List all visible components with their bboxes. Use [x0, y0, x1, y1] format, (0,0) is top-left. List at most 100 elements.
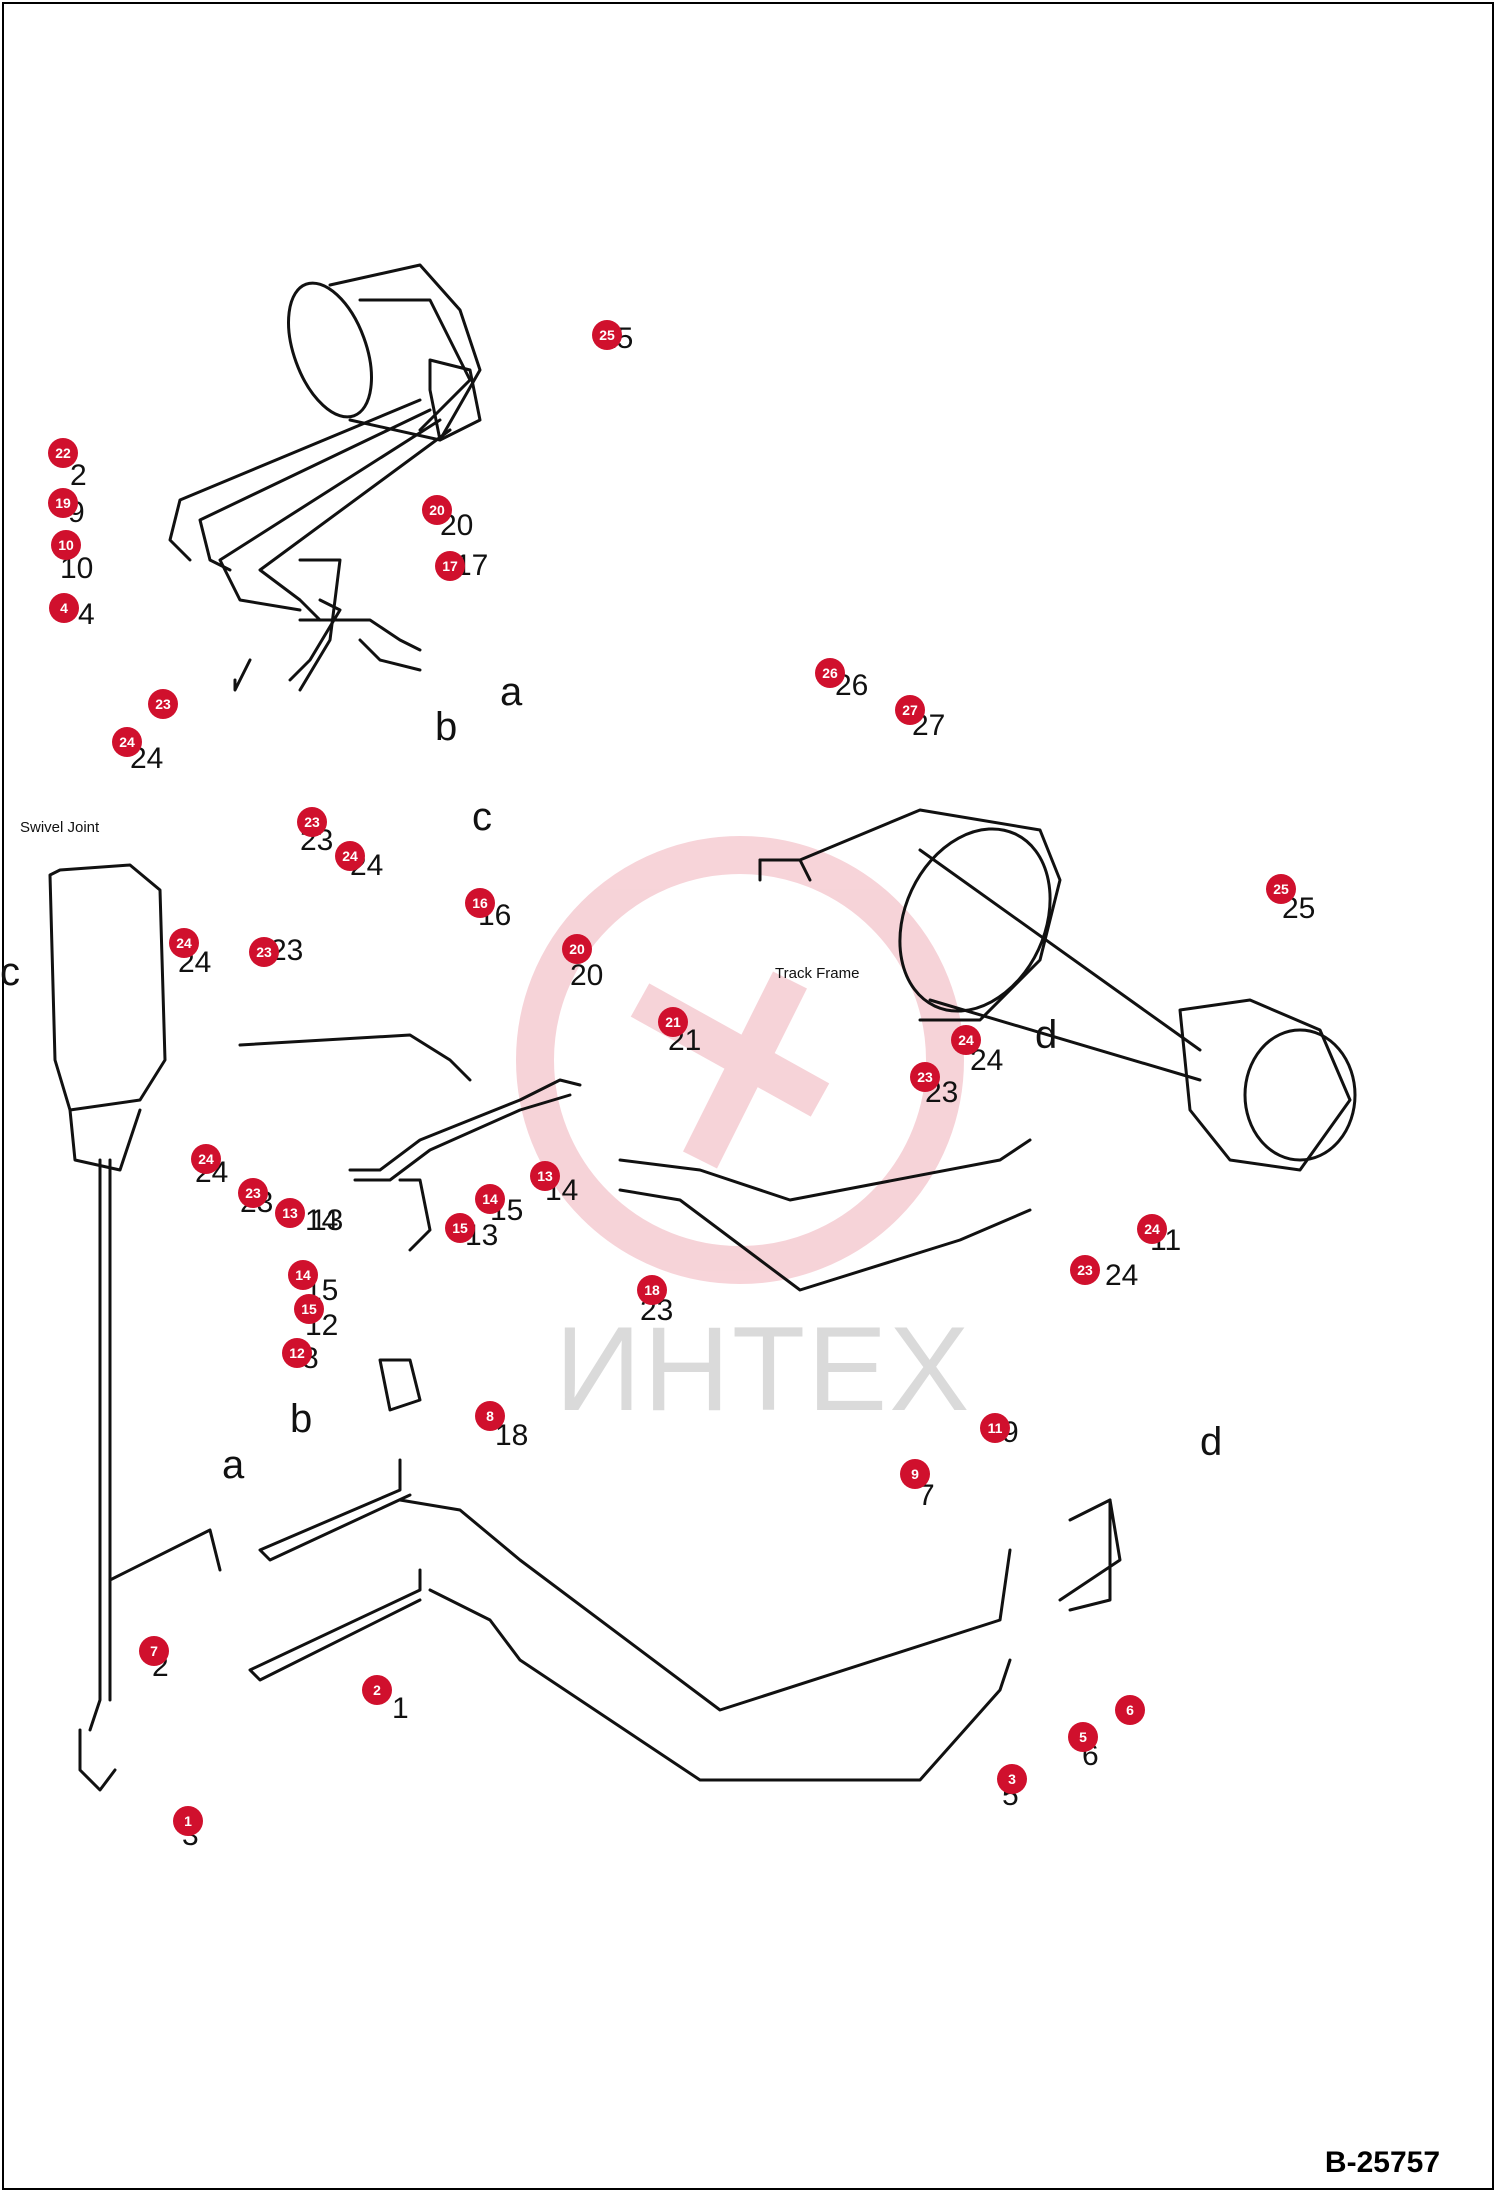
callout-number: 18 [644, 1282, 660, 1298]
callout-marker[interactable]: 10 [51, 530, 81, 560]
callout-number: 23 [256, 944, 272, 960]
callout-number: 8 [486, 1408, 494, 1424]
part-label: 14 [305, 1204, 338, 1237]
callout-marker[interactable]: 24 [112, 727, 142, 757]
pipe-linework [48, 263, 1357, 1792]
callout-marker[interactable]: 23 [1070, 1255, 1100, 1285]
callout-number: 10 [58, 537, 74, 553]
swivel-joint-label: Swivel Joint [20, 819, 100, 836]
callout-marker[interactable]: 19 [48, 488, 78, 518]
callout-marker[interactable]: 23 [910, 1062, 940, 1092]
callout-number: 16 [472, 895, 488, 911]
callout-marker[interactable]: 15 [294, 1294, 324, 1324]
watermark-text: ИНТЕХ [555, 1302, 972, 1436]
callout-marker[interactable]: 23 [238, 1178, 268, 1208]
callout-number: 24 [198, 1151, 214, 1167]
callout-marker[interactable]: 1 [173, 1806, 203, 1836]
part-label: 2 [70, 459, 87, 492]
callout-marker[interactable]: 23 [297, 807, 327, 837]
callout-number: 24 [342, 848, 358, 864]
callout-number: 7 [150, 1643, 158, 1659]
callout-markers[interactable]: 25 22 19 10 4 20 17 23 24 23 24 26 27 25… [48, 320, 1296, 1836]
callout-number: 20 [429, 502, 445, 518]
callout-marker[interactable]: 4 [49, 593, 79, 623]
callout-marker[interactable]: 25 [1266, 874, 1296, 904]
callout-marker[interactable]: 20 [562, 934, 592, 964]
callout-number: 4 [60, 600, 68, 616]
callout-number: 13 [282, 1205, 298, 1221]
callout-marker[interactable]: 23 [148, 689, 178, 719]
part-number-labels: 25 2 9 10 4 20 17 24 23 24 26 27 25 24 2… [60, 322, 1315, 1852]
connection-letters: a b c c d d a b [0, 670, 1222, 1487]
part-label: 24 [1105, 1259, 1138, 1292]
callout-marker[interactable]: 27 [895, 695, 925, 725]
callout-number: 2 [373, 1682, 381, 1698]
connection-letter-d: d [1200, 1420, 1222, 1464]
callout-marker[interactable]: 7 [139, 1636, 169, 1666]
callout-number: 25 [599, 327, 615, 343]
part-label: 1 [392, 1692, 409, 1725]
callout-number: 24 [176, 935, 192, 951]
callout-marker[interactable]: 14 [288, 1260, 318, 1290]
callout-marker[interactable]: 3 [997, 1764, 1027, 1794]
callout-number: 14 [295, 1267, 311, 1283]
callout-marker[interactable]: 13 [530, 1161, 560, 1191]
callout-number: 23 [304, 814, 320, 830]
callout-number: 20 [569, 941, 585, 957]
callout-number: 23 [917, 1069, 933, 1085]
callout-marker[interactable]: 24 [951, 1025, 981, 1055]
connection-letter-c: c [472, 795, 492, 839]
callout-number: 15 [452, 1220, 468, 1236]
callout-marker[interactable]: 11 [980, 1413, 1010, 1443]
callout-marker[interactable]: 25 [592, 320, 622, 350]
callout-marker[interactable]: 20 [422, 495, 452, 525]
callout-number: 23 [155, 696, 171, 712]
callout-marker[interactable]: 12 [282, 1338, 312, 1368]
callout-number: 27 [902, 702, 918, 718]
callout-number: 12 [289, 1345, 305, 1361]
connection-letter-a: a [222, 1443, 245, 1487]
callout-marker[interactable]: 18 [637, 1275, 667, 1305]
callout-number: 22 [55, 445, 71, 461]
callout-marker[interactable]: 22 [48, 438, 78, 468]
callout-marker[interactable]: 17 [435, 551, 465, 581]
callout-number: 19 [55, 495, 71, 511]
callout-number: 26 [822, 665, 838, 681]
callout-number: 24 [119, 734, 135, 750]
callout-marker[interactable]: 21 [658, 1007, 688, 1037]
watermark-logo [516, 836, 964, 1284]
callout-marker[interactable]: 13 [275, 1198, 305, 1228]
connection-letter-b: b [290, 1397, 312, 1441]
callout-marker[interactable]: 15 [445, 1213, 475, 1243]
part-label: 20 [570, 959, 603, 992]
connection-letter-c: c [0, 950, 20, 994]
callout-number: 23 [245, 1185, 261, 1201]
connection-letter-a: a [500, 670, 523, 714]
callout-marker[interactable]: 14 [475, 1184, 505, 1214]
callout-marker[interactable]: 24 [191, 1144, 221, 1174]
connection-letter-b: b [435, 705, 457, 749]
callout-marker[interactable]: 6 [1115, 1695, 1145, 1725]
callout-number: 3 [1008, 1771, 1016, 1787]
callout-marker[interactable]: 24 [169, 928, 199, 958]
callout-marker[interactable]: 8 [475, 1401, 505, 1431]
callout-number: 23 [1077, 1262, 1093, 1278]
callout-number: 9 [911, 1466, 919, 1482]
callout-marker[interactable]: 9 [900, 1459, 930, 1489]
part-label: 7 [918, 1479, 935, 1512]
callout-number: 21 [665, 1014, 681, 1030]
callout-marker[interactable]: 5 [1068, 1722, 1098, 1752]
callout-marker[interactable]: 2 [362, 1675, 392, 1705]
callout-marker[interactable]: 16 [465, 888, 495, 918]
callout-number: 14 [482, 1191, 498, 1207]
callout-marker[interactable]: 23 [249, 937, 279, 967]
callout-number: 25 [1273, 881, 1289, 897]
callout-marker[interactable]: 24 [1137, 1214, 1167, 1244]
callout-number: 15 [301, 1301, 317, 1317]
callout-marker[interactable]: 26 [815, 658, 845, 688]
callout-marker[interactable]: 24 [335, 841, 365, 871]
part-label: 13 [310, 1204, 343, 1237]
